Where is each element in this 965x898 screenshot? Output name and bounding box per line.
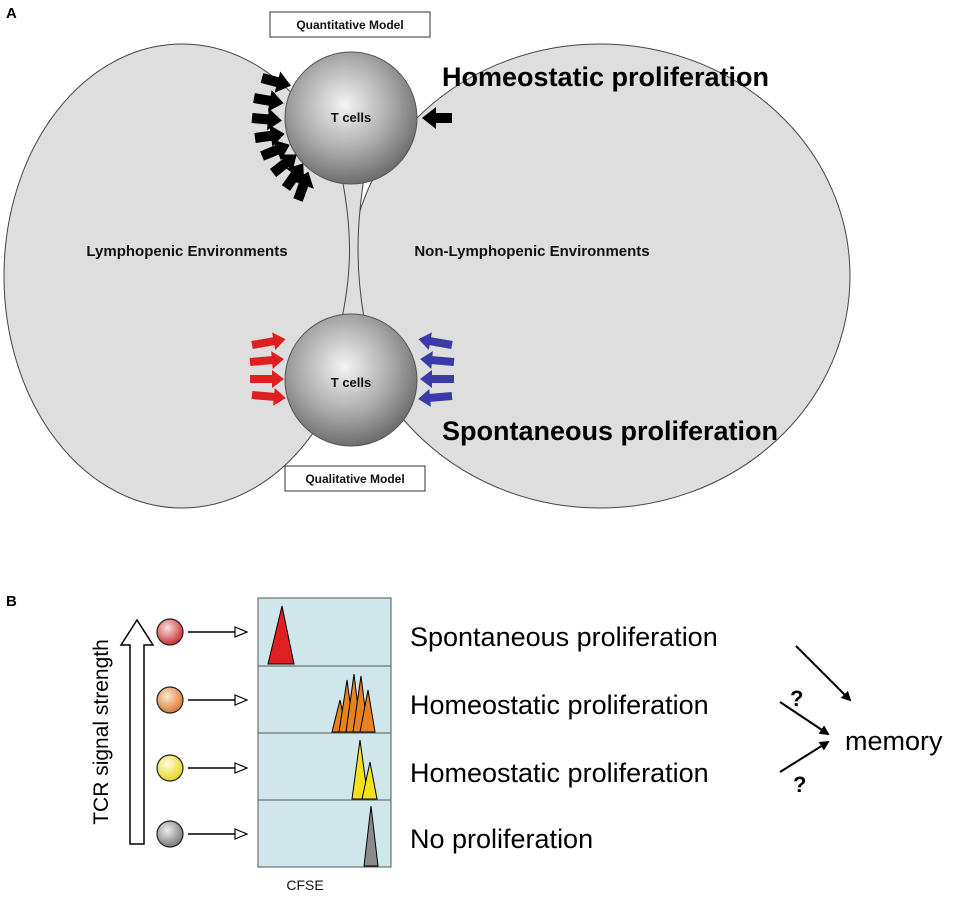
histogram-peaks-yellow <box>351 739 378 800</box>
cell-ball-red <box>156 618 184 646</box>
black-arrow <box>269 154 297 177</box>
red-arrow <box>251 332 286 351</box>
red-arrow-cluster <box>249 332 286 406</box>
histogram-peak-yellow <box>361 761 378 800</box>
left-environment-label: Lymphopenic Environments <box>86 243 287 260</box>
panel-b-letter: B <box>6 593 17 610</box>
spontaneous-proliferation-title: Spontaneous proliferation <box>442 416 778 446</box>
t-cell-bottom-label: T cells <box>331 375 371 390</box>
question-mark-upper: ? <box>790 686 803 711</box>
panel-a-letter: A <box>6 5 17 22</box>
blue-arrow <box>418 332 453 351</box>
histogram-peak-yellow <box>351 739 369 800</box>
red-arrow <box>251 387 286 406</box>
black-arrow <box>251 108 282 131</box>
cell-ball-orange <box>156 686 184 714</box>
tcr-signal-arrow <box>119 618 155 845</box>
cell-row-3 <box>156 754 246 782</box>
arrow-homeostatic-2-to-memory <box>779 740 830 773</box>
t-cell-top-label: T cells <box>331 110 371 125</box>
quantitative-model-box <box>269 11 431 38</box>
row-label-2: Homeostatic proliferation <box>410 690 709 720</box>
arrow-spontaneous-to-memory <box>795 645 852 702</box>
blue-arrow <box>420 351 455 370</box>
histogram-peak-orange <box>359 689 376 733</box>
homeostatic-proliferation-title: Homeostatic proliferation <box>442 62 769 92</box>
red-arrow <box>250 370 284 388</box>
black-arrow <box>260 71 291 93</box>
right-environment-label: Non-Lymphopenic Environments <box>414 243 649 260</box>
cfse-histogram-panel <box>257 597 392 868</box>
cell-ball-grey <box>156 820 184 848</box>
histogram-peak-red <box>267 605 295 665</box>
t-cell-top <box>284 51 418 185</box>
quantitative-model-label: Quantitative Model <box>296 18 403 32</box>
memory-label: memory <box>845 726 943 756</box>
cfse-axis-label: CFSE <box>286 877 323 893</box>
blue-arrow <box>418 388 453 407</box>
red-arrow <box>249 351 284 370</box>
row-label-1: Spontaneous proliferation <box>410 622 718 652</box>
black-arrow <box>253 89 284 112</box>
qualitative-model-box <box>284 465 426 492</box>
cell-row-4 <box>156 820 246 848</box>
blue-arrow-cluster <box>418 332 455 407</box>
black-arrow-right <box>422 107 452 129</box>
histogram-peak-grey <box>363 805 379 867</box>
arrow-homeostatic-1-to-memory <box>779 701 830 736</box>
black-arrow-cluster <box>251 71 314 202</box>
row-label-4: No proliferation <box>410 824 593 854</box>
question-mark-lower: ? <box>793 772 806 797</box>
tcr-signal-label: TCR signal strength <box>90 639 113 825</box>
black-arrow <box>281 163 305 191</box>
histogram-peaks-orange <box>331 673 376 733</box>
blue-arrow <box>420 370 454 388</box>
qualitative-model-label: Qualitative Model <box>305 472 404 486</box>
row-label-3: Homeostatic proliferation <box>410 758 709 788</box>
black-arrow <box>293 171 314 202</box>
cell-row-1 <box>156 618 246 646</box>
environment-shapes <box>3 43 851 509</box>
cell-row-2 <box>156 686 246 714</box>
t-cell-bottom <box>284 313 418 447</box>
cell-ball-yellow <box>156 754 184 782</box>
